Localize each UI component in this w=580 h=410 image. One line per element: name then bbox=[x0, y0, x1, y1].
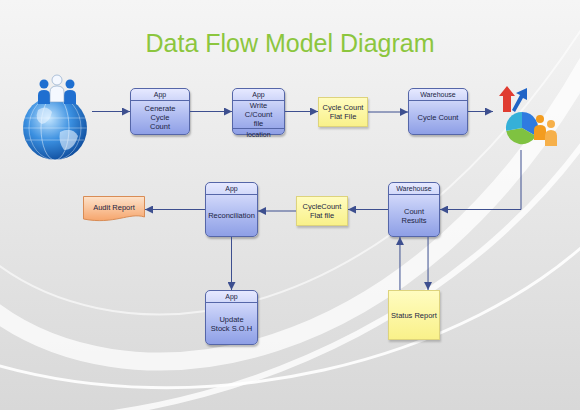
flow-arrow bbox=[428, 237, 429, 290]
flow-line bbox=[468, 111, 493, 112]
box-footer: location bbox=[233, 128, 284, 140]
document-box: Audit Report bbox=[83, 196, 145, 223]
flow-arrow bbox=[399, 237, 400, 290]
arrow-icon bbox=[512, 88, 527, 112]
note-box: Status Report bbox=[388, 290, 440, 340]
document-shape-outline bbox=[84, 197, 145, 221]
box-label: Write C/Count file bbox=[233, 101, 284, 128]
process-box: WarehouseCount Results bbox=[388, 182, 440, 237]
background-swoosh bbox=[0, 0, 580, 314]
background-swoosh bbox=[0, 230, 580, 388]
process-box: AppCenerate Cycle Count bbox=[130, 88, 190, 135]
pie-chart-icon bbox=[506, 128, 536, 144]
background-swoosh bbox=[0, 40, 580, 361]
flow-arrow bbox=[145, 209, 205, 210]
box-header: Warehouse bbox=[409, 89, 467, 101]
box-header: App bbox=[206, 183, 257, 195]
box-label: Reconciliation bbox=[206, 195, 257, 236]
person-icon bbox=[64, 90, 76, 104]
person-icon bbox=[545, 130, 557, 146]
box-header: App bbox=[233, 89, 284, 101]
box-header: App bbox=[131, 89, 189, 101]
person-icon bbox=[534, 125, 546, 140]
person-icon bbox=[66, 80, 75, 89]
person-icon bbox=[40, 80, 49, 89]
box-label: Count Results bbox=[389, 195, 439, 236]
flow-arrow bbox=[368, 112, 408, 113]
flow-line bbox=[440, 150, 521, 210]
person-icon bbox=[52, 75, 62, 85]
person-icon bbox=[50, 86, 64, 102]
note-box: CycleCount Flat file bbox=[296, 196, 348, 226]
globe-icon bbox=[23, 96, 87, 160]
box-label: Cycle Count bbox=[409, 101, 467, 134]
process-box: AppWrite C/Count filelocation bbox=[232, 88, 285, 135]
flow-arrow bbox=[258, 211, 296, 212]
person-icon bbox=[536, 115, 544, 123]
process-box: AppReconciliation bbox=[205, 182, 258, 237]
process-box: AppUpdate Stock S.O.H bbox=[205, 290, 258, 345]
note-box: Cycle Count Flat File bbox=[318, 97, 368, 127]
box-label: Update Stock S.O.H bbox=[206, 303, 257, 344]
box-label: Cenerate Cycle Count bbox=[131, 101, 189, 134]
box-label: CycleCount Flat file bbox=[299, 202, 345, 220]
background-swoosh bbox=[40, 120, 580, 410]
box-label: Status Report bbox=[391, 311, 437, 320]
box-header: App bbox=[206, 291, 257, 303]
pie-chart-icon bbox=[506, 112, 522, 131]
person-icon bbox=[547, 120, 555, 128]
box-label: Cycle Count Flat File bbox=[321, 103, 365, 121]
flow-line bbox=[92, 111, 130, 112]
globe-continent bbox=[60, 130, 79, 150]
box-label: Audit Report bbox=[93, 203, 135, 212]
flow-arrow bbox=[285, 111, 318, 112]
box-header: Warehouse bbox=[389, 183, 439, 195]
diagram-title: Data Flow Model Diagram bbox=[0, 31, 580, 56]
process-box: WarehouseCycle Count bbox=[408, 88, 468, 135]
flow-arrow bbox=[190, 111, 232, 112]
arrow-icon bbox=[499, 86, 515, 112]
person-icon bbox=[38, 90, 50, 104]
flow-arrow bbox=[348, 209, 388, 210]
flow-arrow bbox=[231, 237, 232, 290]
globe-continent bbox=[37, 107, 52, 124]
